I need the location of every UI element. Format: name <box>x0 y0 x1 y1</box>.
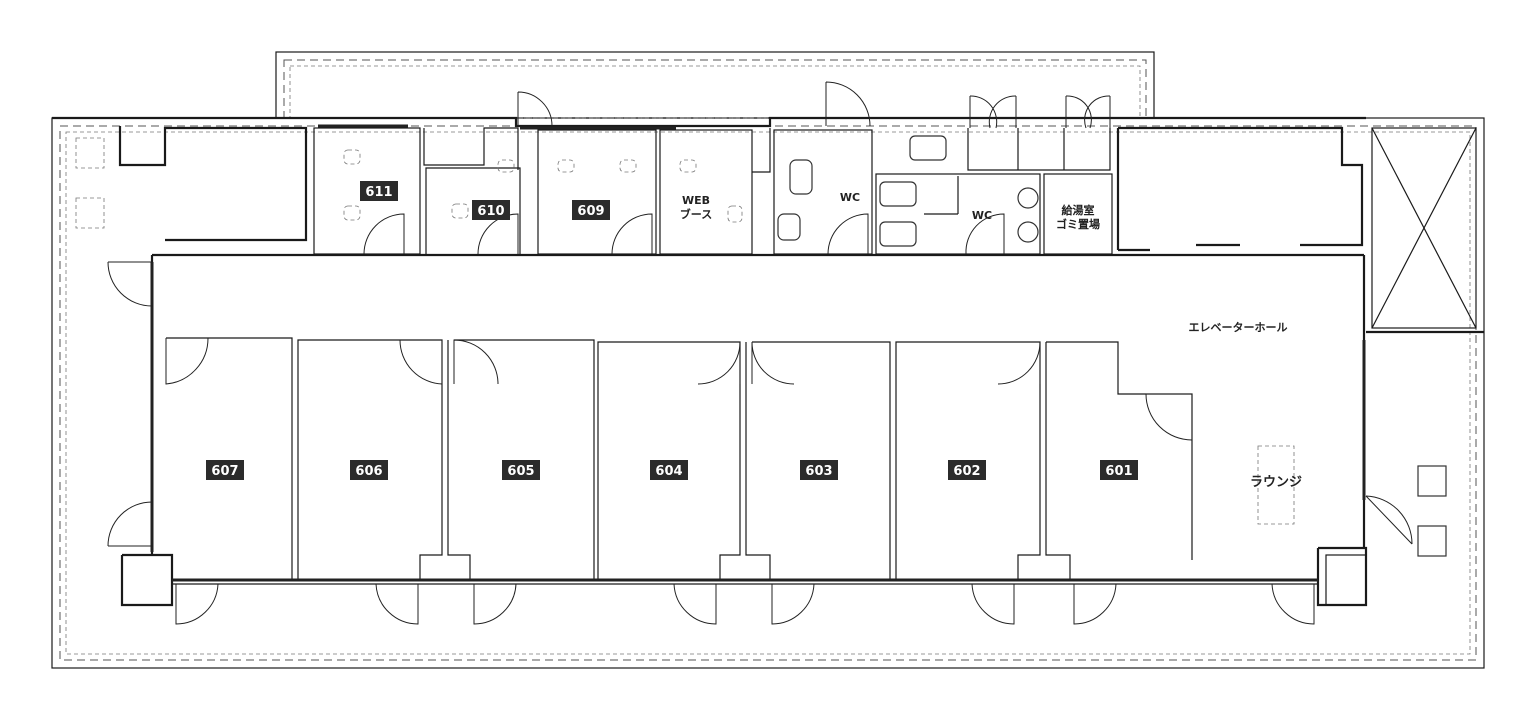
elevator-hall-label: エレベーターホール <box>1189 321 1288 334</box>
doors <box>107 81 1413 625</box>
room-number: 605 <box>507 464 534 479</box>
area-labels: WEB ブース WC WC 給湯室 ゴミ置場 エレベーターホール ラウンジ <box>680 191 1302 490</box>
upper-rooms-walls <box>313 127 1113 255</box>
room-labels: 607 606 605 604 603 602 601 611 <box>206 181 1138 480</box>
room-label-609: 609 <box>572 200 610 220</box>
room-label-611: 611 <box>360 181 398 201</box>
building-walls <box>52 116 1484 607</box>
wc-label-right: WC <box>972 209 992 222</box>
wc-label-left: WC <box>840 191 860 204</box>
kitchen-label-line2: ゴミ置場 <box>1056 217 1100 231</box>
room-label-610: 610 <box>472 200 510 220</box>
room-label-601: 601 <box>1100 460 1138 480</box>
room-label-606: 606 <box>350 460 388 480</box>
room-number: 601 <box>1105 464 1132 479</box>
web-booth-label-line2: ブース <box>680 207 712 221</box>
room-number: 604 <box>655 464 682 479</box>
kitchen-label-line1: 給湯室 <box>1062 203 1095 217</box>
room-number: 603 <box>805 464 832 479</box>
room-number: 602 <box>953 464 980 479</box>
room-label-604: 604 <box>650 460 688 480</box>
terrace-outline <box>51 51 1485 669</box>
room-number: 606 <box>355 464 382 479</box>
room-label-602: 602 <box>948 460 986 480</box>
fixtures <box>75 135 1447 557</box>
room-number: 609 <box>577 204 604 219</box>
room-label-603: 603 <box>800 460 838 480</box>
office-walls <box>166 337 1367 606</box>
room-number: 611 <box>365 185 392 200</box>
room-label-607: 607 <box>206 460 244 480</box>
room-label-605: 605 <box>502 460 540 480</box>
web-booth-label-line1: WEB <box>682 194 710 207</box>
room-number: 607 <box>211 464 238 479</box>
room-number: 610 <box>477 204 504 219</box>
windows <box>150 124 1366 582</box>
lounge-label: ラウンジ <box>1250 475 1302 490</box>
